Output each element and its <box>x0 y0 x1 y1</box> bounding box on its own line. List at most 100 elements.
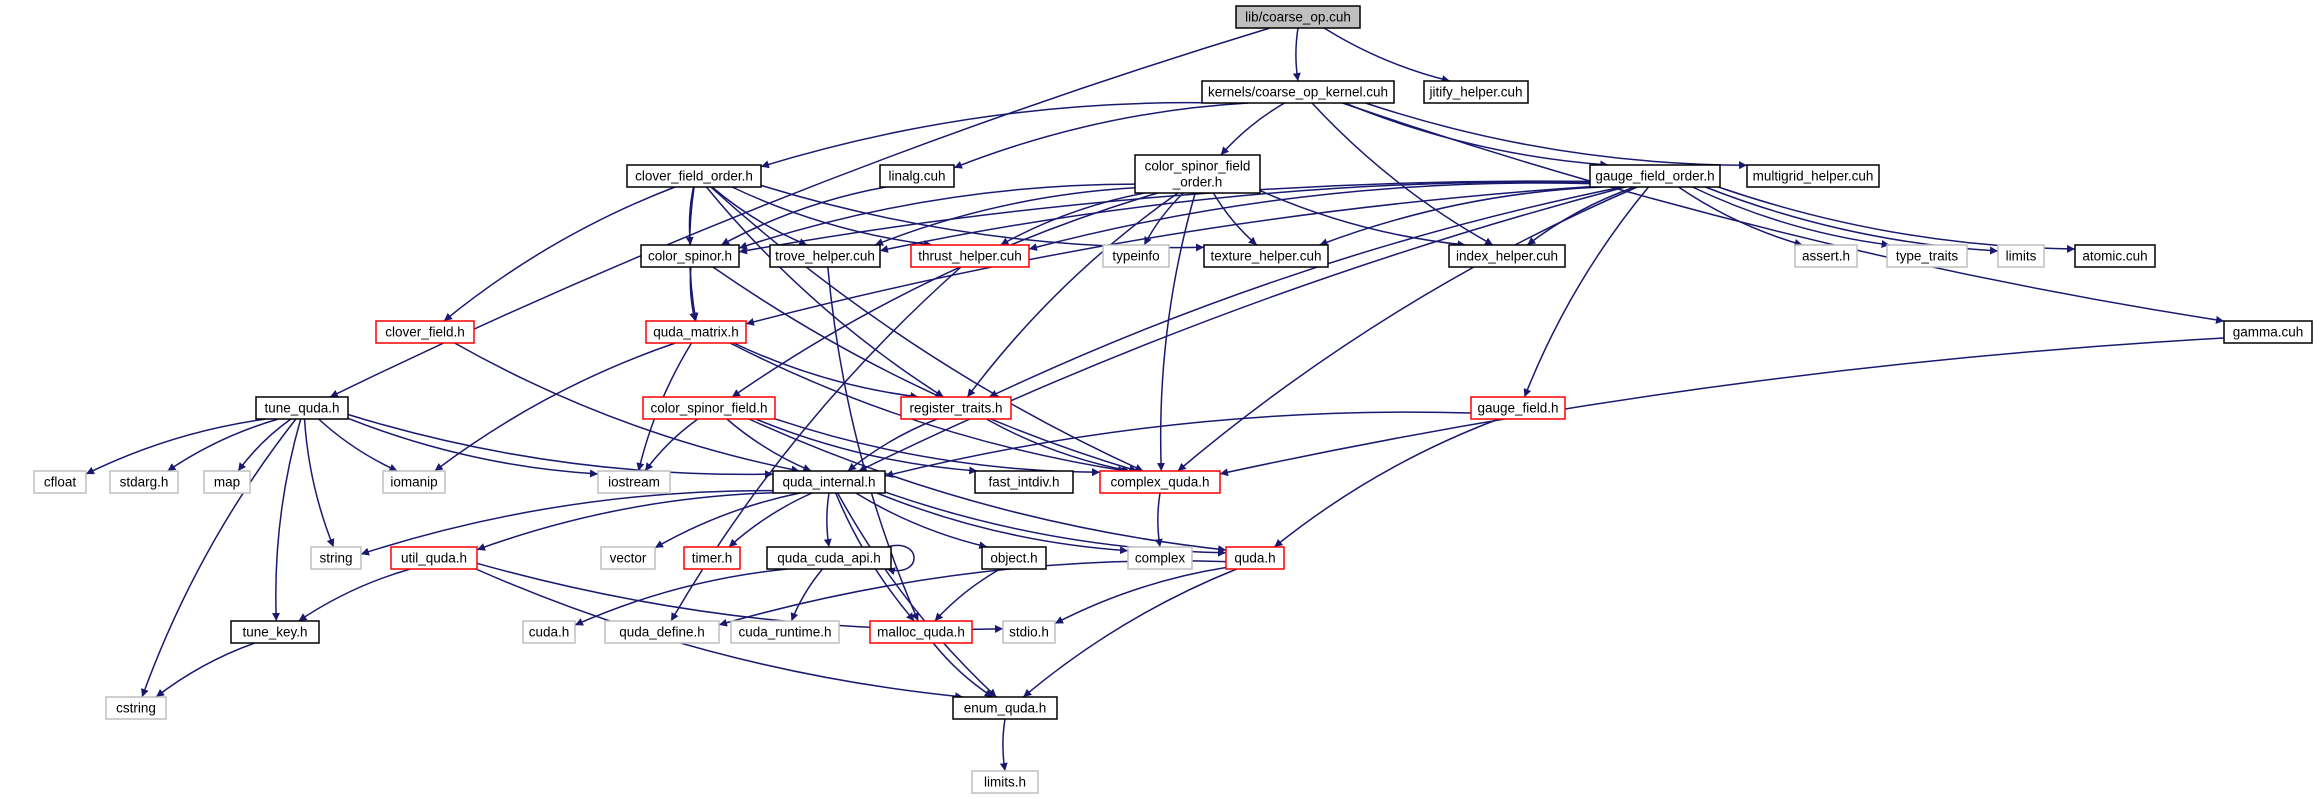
node-box <box>952 696 1058 720</box>
node-label: complex <box>1135 551 1186 566</box>
node-box <box>642 396 776 420</box>
node-coarse_op[interactable]: lib/coarse_op.cuh <box>1235 5 1361 29</box>
node-index_helper[interactable]: index_helper.cuh <box>1448 244 1566 268</box>
node-box <box>879 164 955 188</box>
edge-clover_field_order-to-thrust_helper <box>731 186 933 248</box>
node-linalg[interactable]: linalg.cuh <box>879 164 955 188</box>
edges-layer <box>85 27 2225 772</box>
node-tune_quda[interactable]: tune_quda.h <box>255 396 349 420</box>
edge-gauge_field_order-to-complex_quda <box>1177 186 1638 472</box>
node-string: string <box>310 546 362 570</box>
edge-quda_cuda_api-to-cuda_runtime <box>790 568 824 622</box>
node-label: quda_matrix.h <box>653 325 739 340</box>
node-box <box>772 470 886 494</box>
node-box <box>1470 396 1566 420</box>
node-label: cstring <box>116 701 156 716</box>
node-gamma[interactable]: gamma.cuh <box>2223 320 2313 344</box>
edge-color_spinor_field_order-to-thrust_helper <box>1000 192 1145 246</box>
node-thrust_helper[interactable]: thrust_helper.cuh <box>910 244 1030 268</box>
node-label: tune_quda.h <box>264 401 339 416</box>
node-label: clover_field.h <box>385 325 465 340</box>
edge-util_quda-to-enum_quda <box>475 568 964 701</box>
edge-gauge_field_order-to-trove_helper <box>879 181 1591 253</box>
node-coarse_op_kernel[interactable]: kernels/coarse_op_kernel.cuh <box>1201 80 1395 104</box>
edge-gauge_field_order-to-quda_matrix <box>745 185 1591 326</box>
node-fast_intdiv[interactable]: fast_intdiv.h <box>974 470 1074 494</box>
node-gauge_field_order[interactable]: gauge_field_order.h <box>1589 164 1721 188</box>
node-typeinfo: typeinfo <box>1102 244 1170 268</box>
node-quda_matrix[interactable]: quda_matrix.h <box>645 320 747 344</box>
node-box <box>230 620 320 644</box>
edge-gauge_field_order-to-color_spinor <box>738 180 1591 255</box>
edge-tune_quda-to-string <box>303 418 335 548</box>
node-label: jitify_helper.cuh <box>1428 85 1522 100</box>
edge-object-to-malloc_quda <box>934 568 1001 622</box>
node-box <box>1794 244 1858 268</box>
edge-tune_quda-to-map <box>237 418 292 472</box>
node-box <box>1203 244 1329 268</box>
node-box <box>604 620 720 644</box>
edge-color_spinor_field-to-fast_intdiv <box>755 418 978 475</box>
node-cuda_runtime: cuda_runtime.h <box>730 620 840 644</box>
node-label: assert.h <box>1802 249 1850 264</box>
edge-color_spinor_field_order-to-color_spinor_field <box>731 192 1159 398</box>
node-assert_h: assert.h <box>1794 244 1858 268</box>
node-box <box>1235 5 1361 29</box>
edge-quda_matrix-to-complex_quda <box>729 342 1127 474</box>
node-complex: complex <box>1127 546 1193 570</box>
node-clover_field[interactable]: clover_field.h <box>375 320 475 344</box>
edge-complex_quda-to-complex <box>1154 492 1163 548</box>
node-tune_key[interactable]: tune_key.h <box>230 620 320 644</box>
edge-color_spinor_field_order-to-color_spinor <box>738 183 1136 250</box>
node-timer[interactable]: timer.h <box>683 546 741 570</box>
node-quda_internal[interactable]: quda_internal.h <box>772 470 886 494</box>
node-stdio: stdio.h <box>1002 620 1056 644</box>
node-box <box>600 546 656 570</box>
edge-tune_quda-to-tune_key <box>271 418 302 622</box>
edge-register_traits-to-quda_internal <box>847 418 938 472</box>
node-color_spinor[interactable]: color_spinor.h <box>640 244 740 268</box>
node-complex_quda[interactable]: complex_quda.h <box>1099 470 1221 494</box>
node-color_spinor_field_order[interactable]: color_spinor_field_order.h <box>1134 154 1261 194</box>
node-gauge_field[interactable]: gauge_field.h <box>1470 396 1566 420</box>
node-multigrid_helper[interactable]: multigrid_helper.cuh <box>1746 164 1880 188</box>
edge-gauge_field_order-to-register_traits <box>988 186 1623 398</box>
node-label: iostream <box>608 475 660 490</box>
edge-tune_quda-to-cstring <box>141 418 297 698</box>
node-clover_field_order[interactable]: clover_field_order.h <box>626 164 762 188</box>
edge-clover_field_order-to-clover_field <box>443 186 676 322</box>
node-box <box>390 546 478 570</box>
node-color_spinor_field[interactable]: color_spinor_field.h <box>642 396 776 420</box>
node-label: stdio.h <box>1009 625 1049 640</box>
edge-tune_quda-to-stdarg <box>167 418 279 472</box>
node-label: vector <box>610 551 647 566</box>
node-enum_quda[interactable]: enum_quda.h <box>952 696 1058 720</box>
edge-coarse_op_kernel-to-index_helper <box>1311 102 1494 246</box>
node-label: index_helper.cuh <box>1456 249 1558 264</box>
node-jitify_helper[interactable]: jitify_helper.cuh <box>1423 80 1529 104</box>
node-label: quda_define.h <box>619 625 705 640</box>
nodes-layer: lib/coarse_op.cuh kernels/coarse_op_kerne… <box>33 5 2313 794</box>
node-trove_helper[interactable]: trove_helper.cuh <box>769 244 881 268</box>
node-box <box>1102 244 1170 268</box>
edge-color_spinor-to-quda_matrix <box>689 266 698 322</box>
node-box <box>730 620 840 644</box>
node-type_traits: type_traits <box>1886 244 1968 268</box>
node-texture_helper[interactable]: texture_helper.cuh <box>1203 244 1329 268</box>
node-label: _order.h <box>1172 175 1223 190</box>
node-object[interactable]: object.h <box>981 546 1047 570</box>
node-malloc_quda[interactable]: malloc_quda.h <box>869 620 973 644</box>
node-util_quda[interactable]: util_quda.h <box>390 546 478 570</box>
node-quda[interactable]: quda.h <box>1225 546 1285 570</box>
edge-color_spinor_field-to-quda_internal <box>726 418 812 472</box>
node-box <box>33 470 87 494</box>
node-box <box>1225 546 1285 570</box>
node-register_traits[interactable]: register_traits.h <box>900 396 1012 420</box>
node-atomic[interactable]: atomic.cuh <box>2074 244 2156 268</box>
node-box <box>645 320 747 344</box>
node-quda_cuda_api[interactable]: quda_cuda_api.h <box>766 546 892 570</box>
edge-color_spinor_field_order-to-complex_quda <box>1157 192 1196 472</box>
edge-quda_internal-to-util_quda <box>476 492 774 551</box>
edge-color_spinor-to-complex_quda <box>712 266 1138 473</box>
